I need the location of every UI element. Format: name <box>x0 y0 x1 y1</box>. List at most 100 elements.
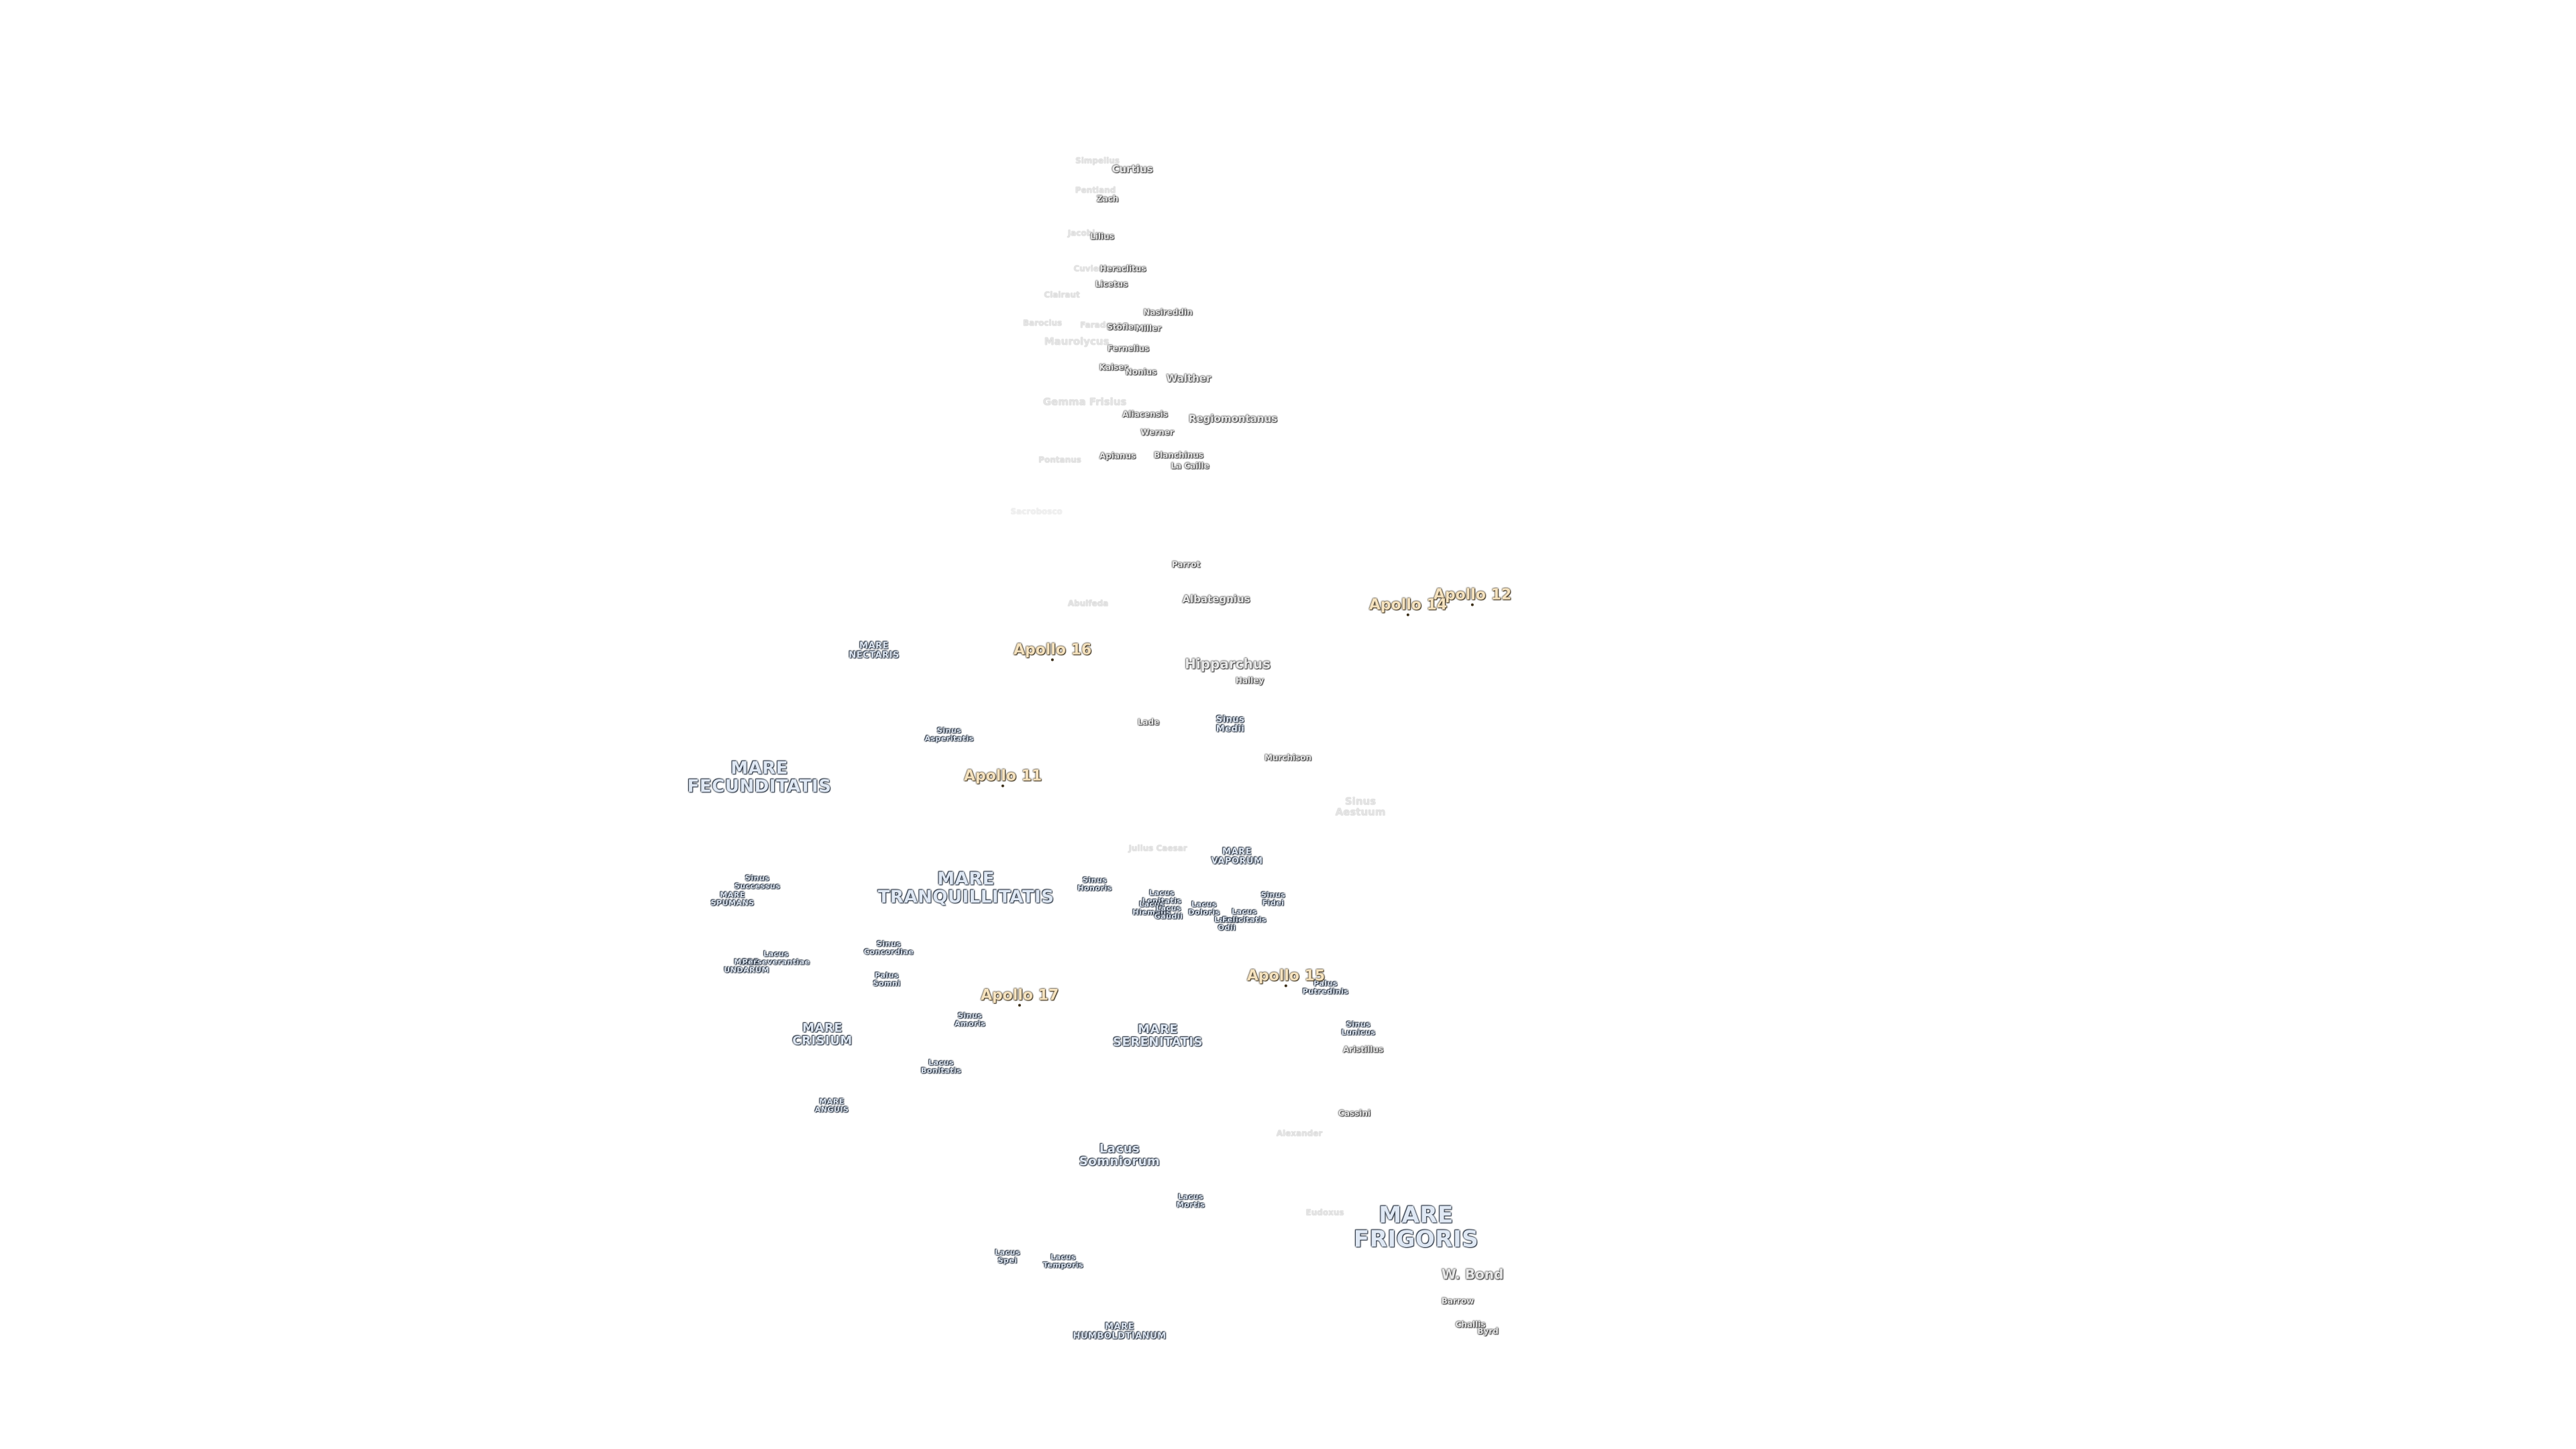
label-line: Putredinis <box>1302 987 1349 996</box>
landing-site-apollo-12[interactable]: Apollo 12 <box>1434 587 1511 606</box>
crater-label-licetus[interactable]: Licetus <box>1095 280 1128 289</box>
label-line: Aliacensis <box>1122 409 1168 419</box>
crater-label-nonius[interactable]: Nonius <box>1126 368 1157 377</box>
crater-label-curtius[interactable]: Curtius <box>1112 164 1152 175</box>
landing-site-apollo-14[interactable]: Apollo 14 <box>1369 597 1447 616</box>
crater-label-halley[interactable]: Halley <box>1236 677 1264 686</box>
label-line: Sinus <box>1344 795 1377 808</box>
crater-label-sacrobosco[interactable]: Sacrobosco <box>1010 508 1062 517</box>
crater-label-cuvier[interactable]: Cuvier <box>1073 265 1102 274</box>
crater-label-walther[interactable]: Walther <box>1167 373 1212 384</box>
crater-label-w-bond[interactable]: W. Bond <box>1442 1267 1504 1282</box>
label-line: Palus <box>875 971 899 980</box>
crater-label-eudoxus[interactable]: Eudoxus <box>1306 1209 1344 1218</box>
crater-label-la-caille[interactable]: La Caille <box>1171 462 1209 471</box>
crater-label-parrot[interactable]: Parrot <box>1172 561 1200 570</box>
crater-label-barocius[interactable]: Barocius <box>1023 319 1062 328</box>
crater-label-abulfeda[interactable]: Abulfeda <box>1068 600 1109 608</box>
crater-label-challis[interactable]: Challis <box>1456 1321 1486 1330</box>
crater-label-lilius[interactable]: Lilius <box>1090 233 1114 241</box>
crater-label-hipparchus[interactable]: Hipparchus <box>1185 657 1271 672</box>
crater-label-regiomontanus[interactable]: Regiomontanus <box>1189 413 1277 425</box>
crater-label-aristillus[interactable]: Aristillus <box>1343 1046 1383 1055</box>
label-line: Simpelius <box>1075 156 1120 166</box>
crater-label-kaiser[interactable]: Kaiser <box>1099 364 1128 372</box>
crater-label-nasireddin[interactable]: Nasireddin <box>1143 309 1192 317</box>
crater-label-blanchinus[interactable]: Blanchinus <box>1154 451 1203 460</box>
crater-label-albategnius[interactable]: Albategnius <box>1182 594 1250 605</box>
label-line: Aristillus <box>1342 1044 1384 1055</box>
crater-label-pontanus[interactable]: Pontanus <box>1038 456 1081 465</box>
crater-label-miller[interactable]: Miller <box>1136 325 1161 333</box>
label-line: Clairaut <box>1044 290 1080 300</box>
crater-label-simpelius[interactable]: Simpelius <box>1075 157 1120 166</box>
label-line: Doloris <box>1188 908 1220 916</box>
landing-site-apollo-15[interactable]: Apollo 15 <box>1247 968 1325 987</box>
crater-label-clairaut[interactable]: Clairaut <box>1044 291 1079 300</box>
crater-label-julius-caesar[interactable]: Julius Caesar <box>1128 845 1187 853</box>
crater-label-lade[interactable]: Lade <box>1138 718 1159 727</box>
crater-label-maurolycus[interactable]: Maurolycus <box>1044 336 1110 347</box>
crater-label-pentland[interactable]: Pentland <box>1075 186 1116 195</box>
label-line: Sinus <box>957 1011 983 1020</box>
crater-label-heraclitus[interactable]: Heraclitus <box>1100 265 1146 274</box>
landing-site-apollo-16[interactable]: Apollo 16 <box>1014 642 1091 661</box>
crater-label-werner[interactable]: Werner <box>1140 429 1173 437</box>
crater-label-fernelius[interactable]: Fernelius <box>1108 345 1149 354</box>
crater-label-st-fler[interactable]: Stöfler <box>1107 323 1138 332</box>
label-line: MARE <box>1222 847 1252 857</box>
label-line: Amoris <box>954 1019 986 1028</box>
crater-label-faraday[interactable]: Faraday <box>1080 321 1116 330</box>
crater-label-barrow[interactable]: Barrow <box>1442 1297 1474 1306</box>
landing-site-apollo-17[interactable]: Apollo 17 <box>981 987 1059 1007</box>
label-line: Spei <box>998 1256 1018 1265</box>
label-line: Sinus <box>1216 714 1245 725</box>
landing-site-apollo-11[interactable]: Apollo 11 <box>963 767 1042 788</box>
crater-label-jacobi[interactable]: Jacobi <box>1068 229 1095 238</box>
crater-label-murchison[interactable]: Murchison <box>1265 754 1311 763</box>
crater-label-cassini[interactable]: Cassini <box>1338 1110 1371 1118</box>
crater-label-byrd[interactable]: Byrd <box>1477 1328 1498 1336</box>
crater-label-zach[interactable]: Zach <box>1097 195 1118 204</box>
crater-label-apianus[interactable]: Apianus <box>1099 452 1136 461</box>
crater-label-gemma-frisius[interactable]: Gemma Frisius <box>1043 396 1127 408</box>
crater-label-aliacensis[interactable]: Aliacensis <box>1122 411 1168 419</box>
crater-label-alexander[interactable]: Alexander <box>1277 1130 1323 1138</box>
label-line: Apollo 11 <box>963 767 1042 785</box>
